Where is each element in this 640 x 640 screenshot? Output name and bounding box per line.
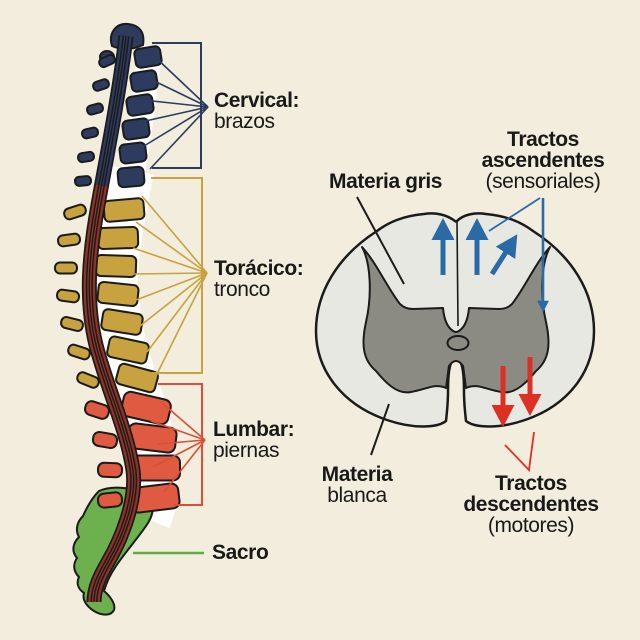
ascending-arrows: [431, 217, 518, 276]
thoracic-fan-lines: [132, 195, 208, 379]
label-cervical-sub: brazos: [214, 110, 275, 133]
label-materia-gris: Materia gris: [329, 170, 443, 193]
vertebra-body: [125, 93, 155, 117]
label-descendentes-line2: descendentes: [463, 493, 599, 516]
vertebra-body: [121, 117, 151, 141]
label-toracico: Torácico: tronco: [214, 257, 304, 301]
label-lumbar-sub: piernas: [213, 439, 280, 462]
label-materia-blanca: Materia blanca: [322, 464, 393, 506]
spinous-process: [83, 400, 111, 420]
label-sacro-title: Sacro: [212, 541, 269, 564]
vertebra-body: [96, 225, 140, 251]
label-lumbar: Lumbar: piernas: [213, 418, 295, 462]
vertebra-body: [115, 362, 159, 394]
spinous-process: [56, 232, 82, 248]
posterior-median-sulcus-line: [456, 219, 459, 327]
vertebra-body: [120, 390, 172, 426]
spinous-process: [86, 102, 104, 116]
spinous-process: [54, 261, 78, 275]
spinous-process: [96, 491, 124, 509]
spinous-process: [91, 430, 119, 450]
label-descendentes-line3: (motores): [487, 514, 575, 537]
label-blanca-line1: Materia: [321, 463, 393, 486]
label-cervical-title: Cervical:: [214, 89, 300, 112]
label-descendentes-line1: Tractos: [495, 472, 567, 495]
spinous-process: [73, 175, 93, 187]
spinous-process: [92, 78, 110, 92]
thoracic-bracket: [151, 177, 203, 374]
gray-matter-pointer-line: [356, 196, 405, 285]
spinous-process: [76, 150, 96, 164]
spinous-process: [55, 288, 81, 304]
spinous-process: [80, 126, 100, 140]
central-canal: [446, 335, 470, 351]
descending-arrows: [491, 357, 542, 428]
vertebra-body: [116, 165, 146, 189]
white-matter-pointer-line: [370, 403, 390, 456]
lumbar-vertebrae: [83, 390, 181, 514]
label-blanca-line2: blanca: [327, 484, 387, 507]
label-sacro: Sacro: [212, 541, 269, 564]
label-toracico-title: Torácico:: [214, 257, 304, 280]
lumbar-fan-lines: [150, 401, 206, 493]
region-callouts: [132, 42, 209, 555]
spinous-process: [98, 53, 116, 69]
cervical-vertebrae: [73, 45, 163, 189]
vertebra-body: [96, 280, 140, 308]
white-matter-shape: [314, 212, 596, 428]
spinous-process: [76, 371, 100, 389]
vertebra-body: [106, 335, 150, 365]
vertebra-body: [129, 69, 159, 93]
label-tractos-ascendentes: Tractos ascendentes (sensoriales): [482, 129, 605, 192]
label-ascendentes-line2: ascendentes: [481, 149, 605, 172]
gray-matter-shape: [361, 246, 551, 394]
spinous-process: [96, 461, 124, 479]
spinal-cord-band: [81, 35, 142, 603]
label-ascendentes-line3: (sensoriales): [485, 170, 601, 193]
label-toracico-sub: tronco: [214, 278, 270, 301]
label-lumbar-title: Lumbar:: [213, 418, 295, 441]
spinal-cord-cross-section: [314, 196, 596, 472]
ascending-pointer-lines: [488, 197, 549, 313]
spinous-process: [63, 203, 87, 221]
descending-pointer-lines: [504, 431, 535, 472]
spinal-column-illustration: [54, 22, 181, 616]
vertebra-body: [133, 45, 163, 69]
spinous-process: [60, 316, 84, 332]
label-cervical: Cervical: brazos: [214, 89, 300, 133]
cervical-fan-lines: [140, 55, 209, 170]
vertebra-body: [102, 197, 146, 223]
label-tractos-descendentes: Tractos descendentes (motores): [463, 472, 599, 537]
spinous-process: [67, 343, 91, 361]
label-ascendentes-line1: Tractos: [507, 128, 579, 151]
vertebra-body: [94, 253, 138, 279]
vertebra-body: [118, 141, 148, 165]
